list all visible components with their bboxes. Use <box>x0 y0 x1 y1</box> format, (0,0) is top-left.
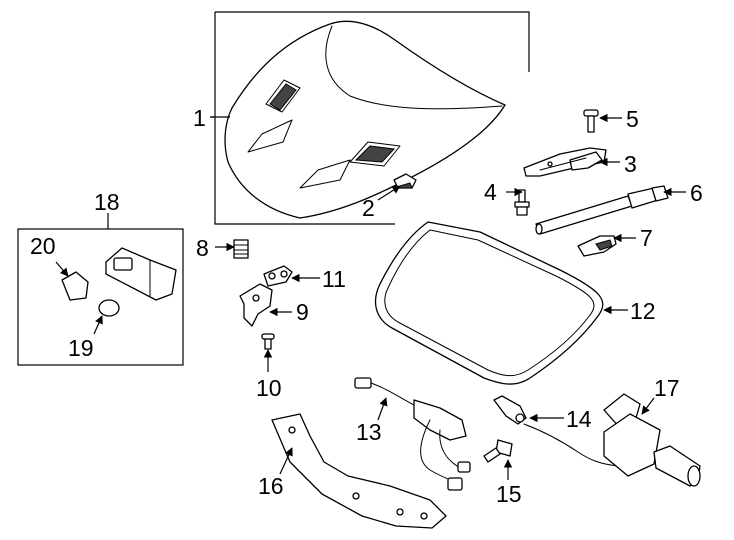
bolt-4 <box>514 189 530 216</box>
callout-12: 12 <box>630 298 656 324</box>
callout-8: 8 <box>196 235 209 261</box>
callout-3: 3 <box>624 151 637 177</box>
callout-6: 6 <box>690 180 703 206</box>
lamp-housing <box>105 247 177 301</box>
harness-13 <box>354 377 471 491</box>
callout-2: 2 <box>362 195 375 221</box>
bracket-9 <box>239 283 273 327</box>
cable-14 <box>493 395 619 467</box>
clip-7 <box>577 235 617 257</box>
callout-7: 7 <box>640 225 653 251</box>
callout-16: 16 <box>258 473 284 499</box>
callout-19: 19 <box>68 335 94 361</box>
callout-14: 14 <box>566 406 592 432</box>
seal-12 <box>374 221 604 385</box>
callout-18: 18 <box>94 189 120 215</box>
reinforcement-16 <box>271 413 447 529</box>
bolt-10 <box>261 333 275 350</box>
callout-4: 4 <box>484 179 497 205</box>
strut-6 <box>535 185 669 235</box>
callout-20: 20 <box>30 233 56 259</box>
bulb-19 <box>98 299 120 317</box>
hood-panel <box>224 20 506 219</box>
bumper-8 <box>233 239 249 259</box>
hinge-3 <box>523 147 607 177</box>
bolt-15 <box>483 439 513 463</box>
fastener-11 <box>263 265 293 287</box>
bolt-5 <box>583 109 599 133</box>
callout-10: 10 <box>256 375 282 401</box>
callout-13: 13 <box>356 419 382 445</box>
callout-9: 9 <box>296 299 309 325</box>
socket-20 <box>61 271 89 301</box>
lamp-kit-frame <box>17 213 184 366</box>
actuator-17 <box>603 393 701 487</box>
callout-17: 17 <box>654 375 680 401</box>
callout-labels: 1 2 3 4 5 6 7 8 9 10 11 12 13 14 15 16 1… <box>30 105 703 507</box>
callout-5: 5 <box>626 106 639 132</box>
leaders <box>55 113 686 480</box>
callout-11: 11 <box>322 266 346 292</box>
callout-1: 1 <box>193 105 206 131</box>
callout-15: 15 <box>496 481 522 507</box>
